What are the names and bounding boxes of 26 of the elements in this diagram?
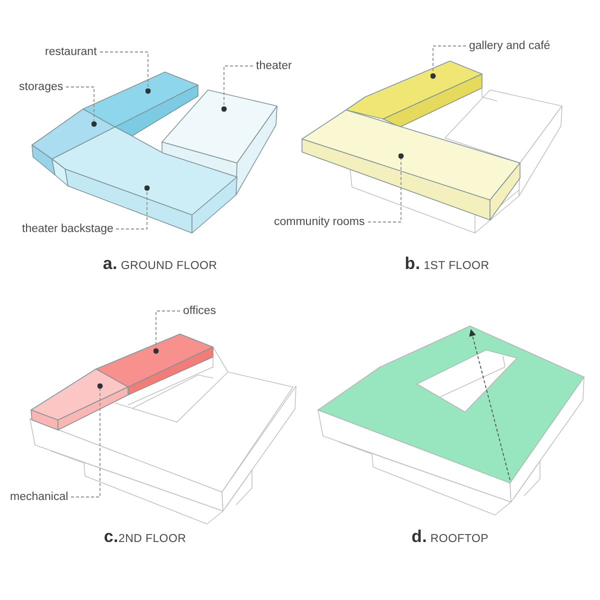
room-volume: [162, 90, 278, 196]
leader-line: [368, 153, 404, 222]
floor-caption: a. GROUND FLOOR: [102, 254, 218, 275]
callout-label: gallery and café: [466, 39, 554, 53]
callout-label: community rooms: [271, 215, 368, 229]
floor-caption: c.2ND FLOOR: [104, 527, 186, 548]
floor-caption: d. ROOFTOP: [412, 527, 488, 548]
leader-line: [66, 86, 97, 127]
callout-label: storages: [16, 80, 66, 94]
room-volume: [30, 368, 128, 430]
room-volume: [96, 334, 214, 396]
room-volume: [32, 108, 116, 176]
callout-label: restaurant: [42, 45, 100, 59]
leader-line: [221, 66, 254, 112]
callout-label: theater backstage: [19, 222, 116, 236]
callout-label: mechanical: [7, 490, 72, 504]
leader-line: [430, 46, 466, 79]
leader-line: [153, 310, 180, 354]
callout-label: theater: [253, 59, 295, 73]
leader-line: [116, 185, 150, 230]
callout-label: offices: [180, 304, 220, 318]
room-volume: [82, 72, 198, 136]
leader-line: [100, 52, 151, 94]
floor-caption: b. 1ST FLOOR: [404, 254, 490, 275]
room-volume: [346, 60, 482, 128]
leader-line: [70, 383, 103, 498]
